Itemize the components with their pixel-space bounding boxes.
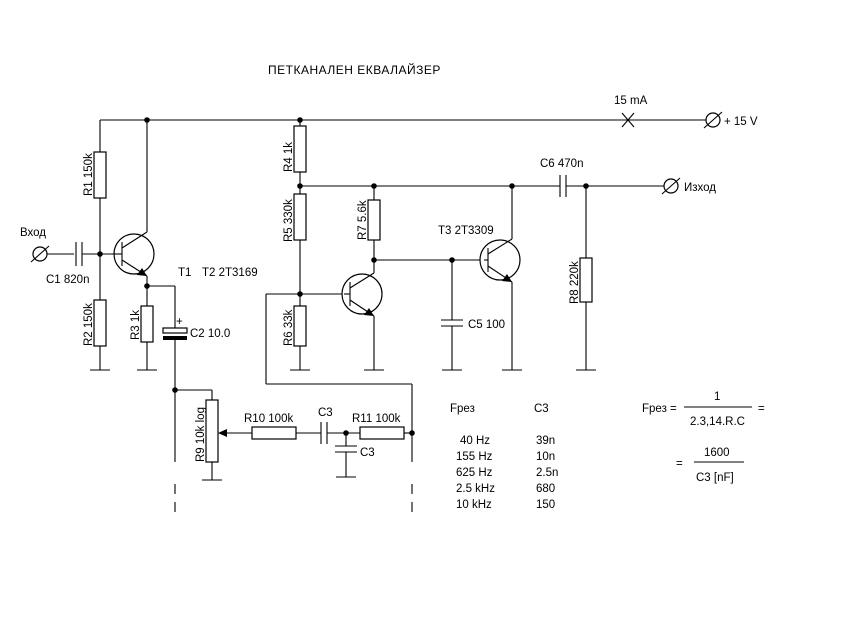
current-label: 15 mA [614,95,648,107]
frequency-table: Fрез C3 40 Hz 39n 155 Hz 10n 625 Hz 2.5n… [450,403,558,511]
c2-plus-sign: + [176,316,183,328]
table-row-cap: 39n [536,435,555,447]
resistor-r8 [579,257,593,303]
supply-label: + 15 V [724,116,758,128]
supply-rail [100,111,723,129]
t2-label: T2 2T3169 [202,267,258,279]
capacitor-c6 [559,175,567,197]
formula-equals-end: = [758,403,765,415]
c6-label: C6 470n [540,158,583,170]
formula-lhs: Fрез = [642,403,677,415]
table-row-freq: 2.5 kHz [456,483,495,495]
resistor-r6 [293,305,307,347]
input-terminal [30,245,74,263]
table-row-cap: 2.5n [536,467,558,479]
r9-label: R9 10k log [195,407,207,462]
resistor-r5 [293,193,307,241]
table-row-freq: 40 Hz [460,435,490,447]
output-label: Изход [684,182,716,194]
t1-label: T1 [178,267,191,279]
output-terminal [661,177,681,195]
resistor-r10 [251,426,297,440]
formula-denominator-1: 2.3,14.R.C [690,416,745,428]
table-header-capacitance: C3 [534,403,549,415]
table-header-frequency: Fрез [450,403,475,415]
r8-label: R8 220k [569,261,581,304]
formula-numerator-1: 1 [714,391,720,403]
formula-denominator-2: C3 [nF] [696,472,734,484]
table-row-freq: 625 Hz [456,467,493,479]
capacitor-c2 [162,327,188,340]
r1-label: R1 150k [83,153,95,196]
transistor-t3 [479,238,521,283]
resistor-r7 [367,199,381,241]
potentiometer-r9 [205,399,219,463]
resistor-r3 [140,305,154,343]
c2-label: C2 10.0 [190,328,230,340]
table-row-freq: 10 kHz [456,499,492,511]
capacitor-c5 [441,319,463,327]
capacitor-c3-series [320,422,328,444]
resistor-r11 [359,426,405,440]
r3-label: R3 1k [130,310,142,340]
transistor-t2 [341,272,383,317]
table-row-cap: 680 [536,483,555,495]
table-row-cap: 150 [536,499,555,511]
c1-label: C1 820n [46,274,89,286]
resistor-r4 [293,125,307,173]
r7-label: R7 5.6k [357,200,369,240]
table-row-cap: 10n [536,451,555,463]
schematic-title: ПЕТКАНАЛЕН ЕКВАЛАЙЗЕР [268,62,441,77]
r5-label: R5 330k [283,199,295,242]
t3-label: T3 2T3309 [438,225,494,237]
table-row-freq: 155 Hz [456,451,493,463]
resistor-r1 [93,151,107,199]
formula-numerator-2: 1600 [704,447,730,459]
r11-label: R11 100k [352,413,401,425]
input-label: Вход [20,227,46,239]
r4-label: R4 1k [283,142,295,172]
r2-label: R2 150k [83,303,95,346]
resonance-formula: Fрез = 1 2.3,14.R.C = = 1600 C3 [nF] [642,391,765,484]
c3-top-label: C3 [318,407,333,419]
wiper-arrow [218,429,227,437]
transistor-t1 [113,120,155,286]
r6-label: R6 33k [283,309,295,346]
formula-equals-2: = [676,458,683,470]
r10-label: R10 100k [244,413,293,425]
capacitor-c3-shunt [335,445,357,453]
c3-side-label: C3 [360,447,375,459]
c5-label: C5 100 [468,319,505,331]
resistor-r2 [93,299,107,347]
capacitor-c1 [75,242,114,266]
